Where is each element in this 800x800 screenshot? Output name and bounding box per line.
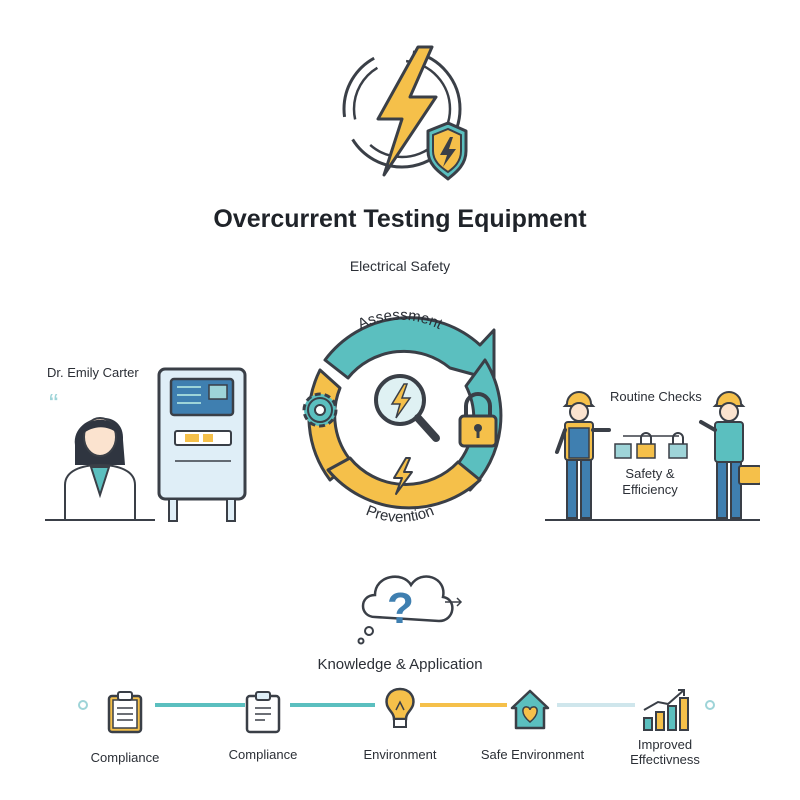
gear-icon (302, 392, 338, 428)
testing-equipment-cabinet (157, 367, 247, 522)
knowledge-label: Knowledge & Application (317, 656, 483, 673)
padlock-icon (458, 392, 498, 448)
cycle-label-prevention: Prevention (364, 502, 437, 526)
timeline-step-label: Environment (363, 747, 437, 762)
mini-lock-icons (614, 432, 688, 459)
house-heart-icon (510, 689, 550, 730)
svg-text:?: ? (387, 584, 414, 633)
routine-checks-heading: Routine Checks (610, 389, 702, 404)
clipboard-icon (245, 691, 281, 734)
scientist-illustration: “ (45, 388, 155, 521)
lightning-shield-icon (342, 45, 468, 181)
clipboard-icon (107, 691, 143, 734)
timeline-step-label: Safe Environment (480, 747, 585, 762)
safety-caption-line1: Safety & (625, 466, 675, 481)
cycle-diagram: Assessment Prevention (302, 307, 503, 526)
person-name: Dr. Emily Carter (47, 365, 139, 380)
timeline-step-label: Compliance (90, 750, 160, 765)
page-subtitle: Electrical Safety (349, 258, 451, 274)
magnifier-lightning-icon (374, 374, 440, 442)
cycle-segment-prevention (326, 456, 482, 510)
quote-icon: “ (49, 388, 58, 419)
cycle-segment-assessment (323, 316, 496, 382)
workers-illustration (545, 391, 760, 521)
thought-cloud-question-icon: ? (357, 575, 463, 645)
small-lightning-icon (393, 457, 413, 495)
growth-chart-icon (643, 689, 689, 731)
timeline-step-label-line1: Improved (637, 737, 693, 752)
page-title: Overcurrent Testing Equipment (213, 205, 587, 233)
timeline-step-label: Compliance (228, 747, 298, 762)
safety-caption-line2: Efficiency (622, 482, 678, 497)
timeline-track (78, 700, 715, 710)
lightbulb-icon (385, 687, 415, 728)
timeline-step-label-line2: Effectivness (630, 752, 700, 767)
